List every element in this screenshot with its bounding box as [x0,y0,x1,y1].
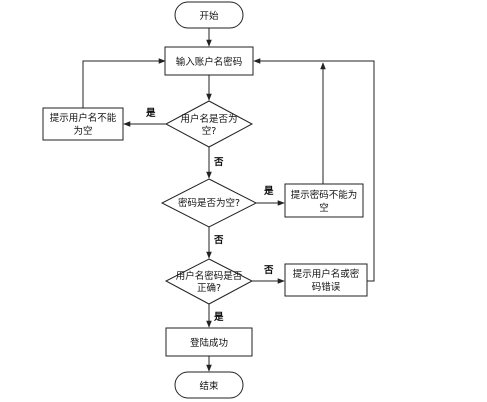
edge-label-user-empty-no: 否 [213,157,224,168]
prompt-pwd-label-line2: 空 [319,202,329,214]
prompt-wrong-process-shape [284,263,368,297]
prompt-user-label-line1: 提示用户名不能 [50,112,117,124]
prompt-wrong-label-line2: 码错误 [312,281,341,293]
node-prompt-user-empty: 提示用户名不能 为空 [42,107,124,141]
check-pwd-decision-shape [160,178,258,228]
edges [82,28,375,372]
node-input: 输入账户名密码 [164,46,254,76]
prompt-pwd-process-shape [284,183,364,218]
check-user-label-line1: 用户名是否为 [180,113,237,125]
edge-label-pwd-empty-yes: 是 [263,185,274,197]
prompt-wrong-label-line1: 提示用户名或密 [293,268,360,280]
check-user-decision-shape [164,100,254,148]
node-prompt-wrong: 提示用户名或密 码错误 [284,263,368,297]
node-start: 开始 [174,1,244,29]
start-label: 开始 [199,10,219,22]
node-check-user-empty: 用户名是否为 空? [164,100,254,148]
end-terminal-shape [174,371,244,399]
check-correct-label-line1: 用户名密码是否 [176,270,243,282]
prompt-pwd-label-line1: 提示密码不能为 [291,189,358,201]
check-correct-label-line2: 正确? [197,282,221,294]
prompt-user-process-shape [42,107,124,141]
input-process-shape [164,46,254,76]
check-correct-decision-shape [164,258,254,305]
edge-prompt-wrong-back-to-input [253,58,375,282]
login-success-label: 登陆成功 [190,337,228,349]
check-pwd-label: 密码是否为空? [178,197,240,209]
edge-label-pwd-empty-no: 否 [213,235,224,246]
node-end: 结束 [174,371,244,399]
node-login-success: 登陆成功 [165,327,253,357]
node-prompt-pwd-empty: 提示密码不能为 空 [284,183,364,218]
node-check-correct: 用户名密码是否 正确? [164,258,254,305]
end-label: 结束 [199,380,219,392]
login-success-process-shape [165,327,253,357]
edge-label-user-empty-yes: 是 [145,107,156,119]
edge-prompt-user-back-to-input [82,58,166,108]
edge-label-correct-yes: 是 [213,311,224,323]
input-label: 输入账户名密码 [176,56,243,68]
node-check-pwd-empty: 密码是否为空? [160,178,258,228]
start-terminal-shape [174,1,244,29]
edge-labels: 是 否 是 否 否 是 [145,107,274,323]
edge-label-correct-no: 否 [263,265,274,276]
check-user-label-line2: 空? [202,125,217,137]
prompt-user-label-line2: 为空 [73,125,92,137]
